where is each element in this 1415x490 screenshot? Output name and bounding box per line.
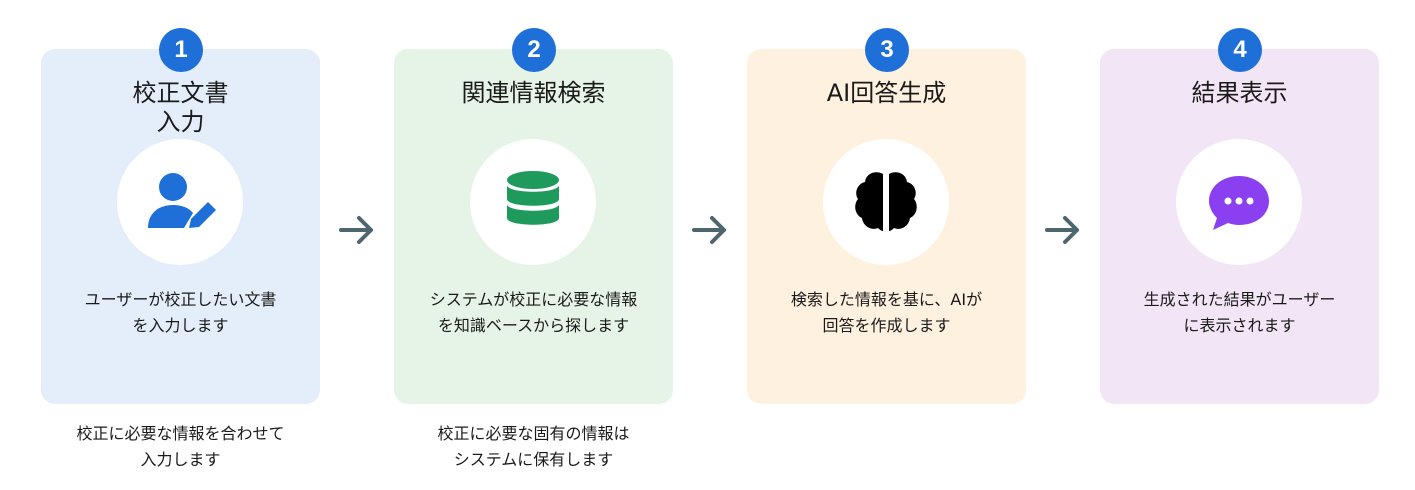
step-card-4: 結果表示 生成された結果がユーザー に表示されます	[1100, 49, 1379, 404]
step-card-1: 校正文書 入力 ユーザーが校正したい文書 を入力します	[41, 49, 320, 404]
step-title-2: 関連情報検索	[461, 79, 606, 107]
chat-bubble-icon	[1209, 176, 1269, 230]
database-icon	[507, 171, 559, 225]
step-card-2: 関連情報検索 システムが校正に必要な情報 を知識ベースから探します	[394, 49, 673, 404]
step-icon-circle-3	[823, 139, 949, 265]
step-note-1: 校正に必要な情報を合わせて 入力します	[76, 424, 285, 469]
step-number-badge-4: 4	[1218, 28, 1262, 72]
arrow-right-icon	[692, 216, 726, 244]
step-description-1: ユーザーが校正したい文書 を入力します	[84, 290, 277, 335]
brain-icon	[855, 172, 917, 231]
step-card-3: AI回答生成 検索した情報を基に、AIが 回答を作成します	[747, 49, 1026, 404]
step-icon-circle-4	[1176, 139, 1302, 265]
arrow-right-icon	[339, 216, 373, 244]
step-icon-circle-1	[117, 139, 243, 265]
user-edit-icon	[148, 173, 216, 228]
step-description-2: システムが校正に必要な情報 を知識ベースから探します	[429, 290, 638, 335]
step-description-3: 検索した情報を基に、AIが 回答を作成します	[790, 290, 983, 335]
step-number-badge-2: 2	[512, 28, 556, 72]
step-number-badge-3: 3	[865, 28, 909, 72]
step-title-4: 結果表示	[1191, 79, 1288, 107]
arrow-right-icon	[1045, 216, 1079, 244]
step-number-badge-1: 1	[159, 28, 203, 72]
step-title-3: AI回答生成	[826, 79, 947, 107]
step-note-2: 校正に必要な固有の情報は システムに保有します	[437, 424, 630, 469]
step-description-4: 生成された結果がユーザー に表示されます	[1143, 290, 1336, 335]
step-icon-circle-2	[470, 139, 596, 265]
step-title-1: 校正文書 入力	[132, 79, 229, 136]
